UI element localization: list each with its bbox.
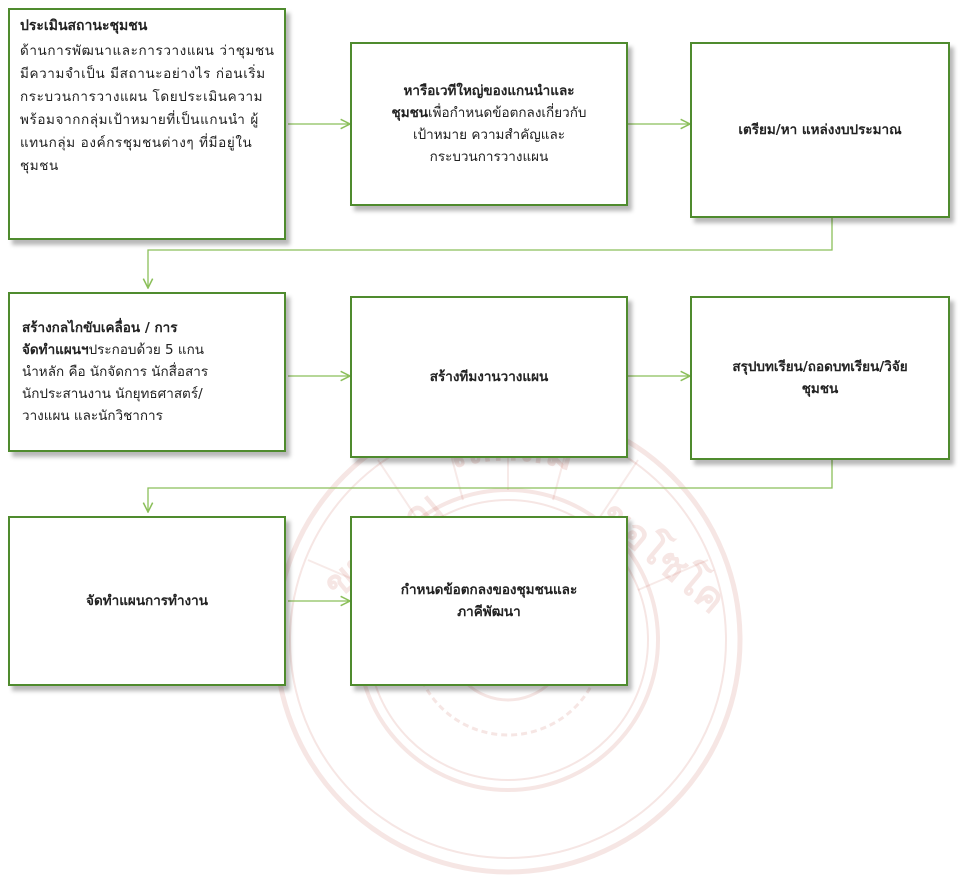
node-consult-forum: หารือเวทีใหญ่ของแกนนำและ ชุมชนเพื่อกำหนด… bbox=[350, 42, 628, 206]
node-assess-title: ประเมินสถานะชุมชน bbox=[20, 18, 148, 34]
node-assess-body: ด้านการพัฒนาและการวางแผน ว่าชุมชนมีความจ… bbox=[20, 43, 275, 174]
arrow-summary-to-workplan bbox=[148, 460, 833, 512]
node-workplan-label: จัดทำแผนการทำงาน bbox=[86, 593, 208, 609]
node-agreement-line-2: ภาคีพัฒนา bbox=[457, 604, 521, 620]
node-mechanism: สร้างกลไกขับเคลื่อน / การ จัดทำแผนฯประกอ… bbox=[8, 292, 286, 452]
flow-connectors bbox=[0, 0, 833, 674]
node-mechanism-line-3: นำหลัก คือ นักจัดการ นักสื่อสาร bbox=[22, 364, 209, 380]
node-summary: สรุปบทเรียน/ถอดบทเรียน/วิจัย ชุมชน bbox=[690, 296, 950, 460]
node-budget-label: เตรียม/หา แหล่งงบประมาณ bbox=[738, 122, 902, 138]
node-mechanism-line-4: นักประสานงาน นักยุทธศาสตร์/ bbox=[22, 386, 203, 402]
node-budget: เตรียม/หา แหล่งงบประมาณ bbox=[690, 42, 950, 218]
node-consult-line-3: เป้าหมาย ความสำคัญและ bbox=[412, 127, 565, 143]
node-mechanism-bold-2: จัดทำแผนฯ bbox=[22, 342, 89, 358]
node-consult-text-2: เพื่อกำหนดข้อตกลงเกี่ยวกับ bbox=[428, 105, 587, 121]
node-consult-bold-2: ชุมชน bbox=[391, 105, 428, 121]
node-workplan: จัดทำแผนการทำงาน bbox=[8, 516, 286, 686]
node-agreement-line-1: กำหนดข้อตกลงของชุมชนและ bbox=[400, 582, 578, 598]
node-summary-line-2: ชุมชน bbox=[801, 381, 839, 397]
node-mechanism-line-5: วางแผน และนักวิชาการ bbox=[22, 408, 163, 424]
node-consult-bold-1: หารือเวทีใหญ่ของแกนนำและ bbox=[403, 83, 575, 99]
node-assess-community: ประเมินสถานะชุมชน ด้านการพัฒนาและการวางแ… bbox=[8, 8, 286, 240]
node-summary-line-1: สรุปบทเรียน/ถอดบทเรียน/วิจัย bbox=[732, 359, 908, 375]
node-mechanism-bold-1: สร้างกลไกขับเคลื่อน / การ bbox=[22, 320, 178, 336]
node-planning-team: สร้างทีมงานวางแผน bbox=[350, 296, 628, 458]
node-mechanism-text-2: ประกอบด้วย 5 แกน bbox=[88, 342, 205, 358]
node-team-label: สร้างทีมงานวางแผน bbox=[429, 369, 549, 385]
arrow-budget-to-mechanism bbox=[148, 218, 833, 288]
node-agreement: กำหนดข้อตกลงของชุมชนและ ภาคีพัฒนา bbox=[350, 516, 628, 686]
node-consult-line-4: กระบวนการวางแผน bbox=[429, 149, 549, 165]
